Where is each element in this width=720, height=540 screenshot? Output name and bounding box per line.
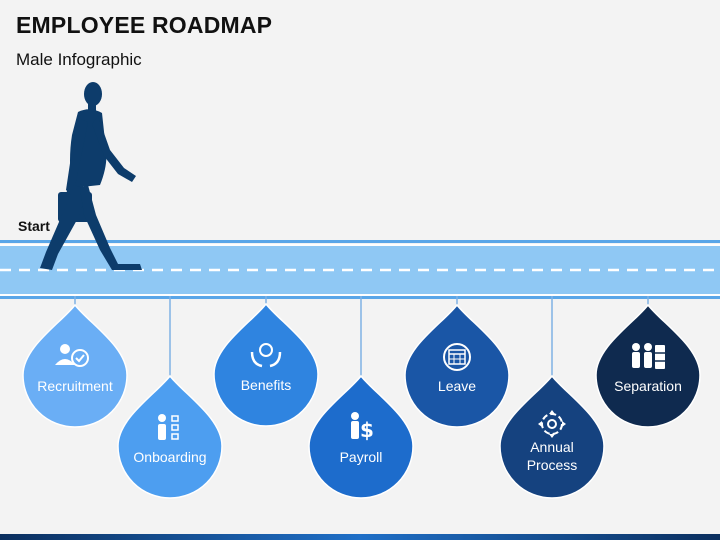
page-subtitle: Male Infographic	[16, 50, 142, 69]
step-label: Annual	[530, 439, 574, 455]
step-teardrop	[22, 303, 128, 428]
roadmap-step: Recruitment	[22, 296, 128, 428]
recruitment-icon	[55, 344, 89, 367]
roadmap-step: Leave	[404, 296, 510, 428]
start-label: Start	[18, 218, 50, 234]
step-label: Leave	[438, 378, 476, 394]
onboarding-icon	[158, 414, 179, 440]
step-label-line2: Process	[527, 457, 578, 473]
roadmap-step: Onboarding	[117, 296, 223, 499]
step-label: Separation	[614, 378, 682, 394]
step-label: Benefits	[241, 377, 292, 393]
walking-man-figure	[40, 82, 142, 270]
payroll-icon: $	[351, 412, 374, 442]
step-label: Payroll	[340, 449, 383, 465]
step-teardrop	[117, 374, 223, 499]
benefits-icon	[250, 343, 282, 368]
road-top-edge	[0, 240, 720, 243]
step-teardrop	[213, 302, 319, 427]
svg-text:$: $	[360, 418, 374, 442]
step-label: Onboarding	[133, 449, 206, 465]
bottom-accent-bar	[0, 534, 720, 540]
road-bottom-edge	[0, 296, 720, 299]
roadmap-step: Separation	[595, 296, 701, 428]
gear-target-icon	[538, 410, 566, 438]
roadmap-step: $ Payroll	[308, 296, 414, 499]
step-teardrop	[404, 303, 510, 428]
roadmap-steps: Recruitment Onboarding Benefits $ Payroll…	[22, 296, 701, 499]
roadmap-step: Benefits	[213, 296, 319, 427]
page-title: EMPLOYEE ROADMAP	[16, 12, 273, 38]
team-icon	[632, 343, 665, 369]
step-teardrop	[308, 374, 414, 499]
figure-head	[84, 82, 102, 106]
step-label: Recruitment	[37, 378, 113, 394]
calendar-icon	[443, 343, 471, 371]
